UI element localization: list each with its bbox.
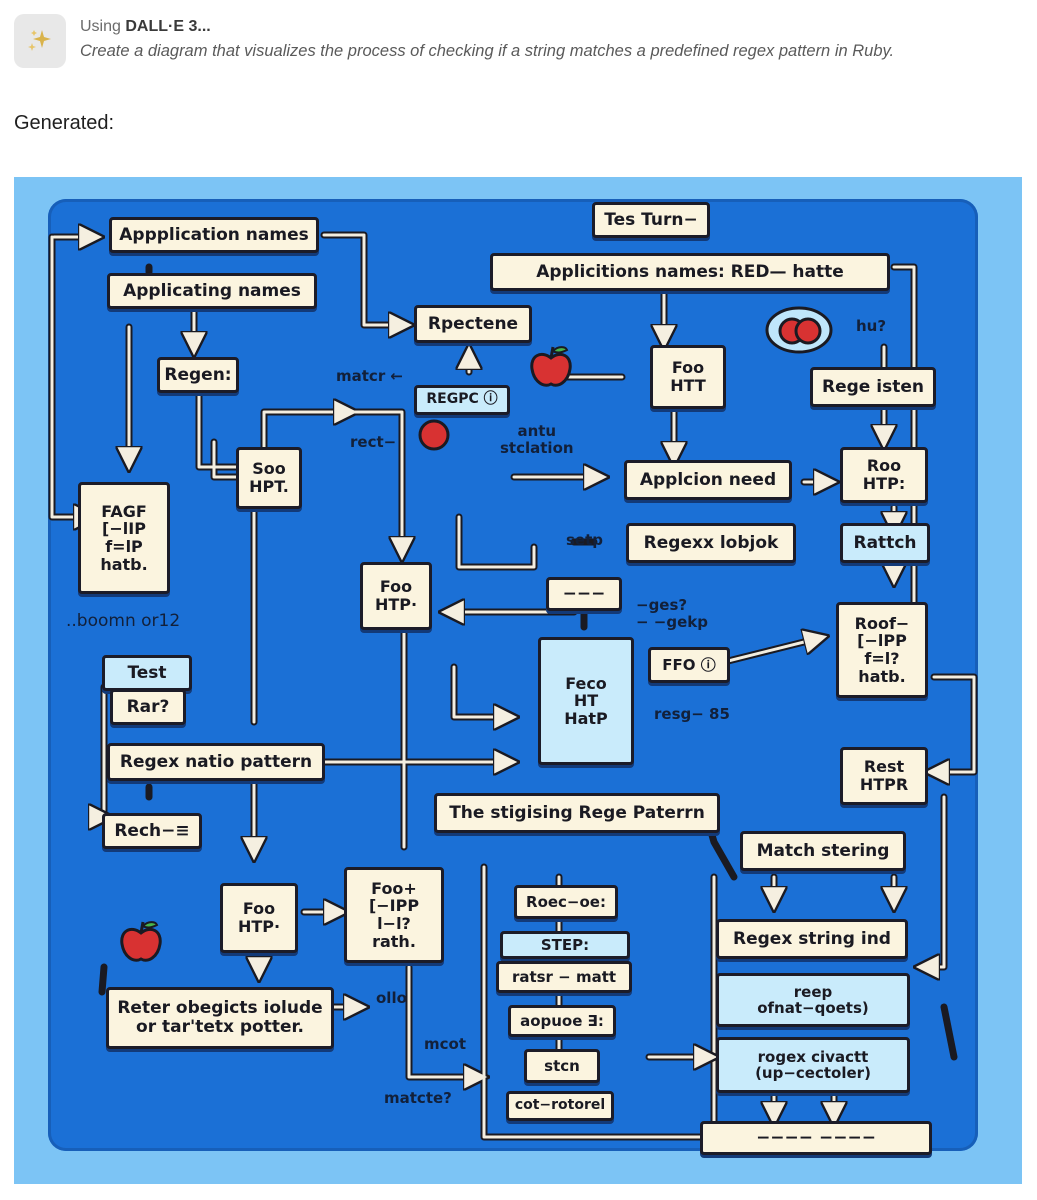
roec-oe-box: Roec−oe:: [514, 885, 618, 919]
mcot-label: mcot: [424, 1035, 466, 1053]
bootmn-label: ..boomn or12: [66, 611, 181, 631]
tool-call-header[interactable]: Using DALL·E 3... Create a diagram that …: [14, 14, 1024, 70]
rpectene-box: Rpectene: [414, 305, 532, 343]
foo-htt-box: Foo HTT: [650, 345, 726, 409]
test-box: Test: [102, 655, 192, 691]
tool-prompt: Create a diagram that visualizes the pro…: [80, 42, 895, 60]
applicating-names-box: Applicating names: [107, 273, 317, 309]
rect-label: rect−: [350, 433, 397, 451]
hu-label: hu?: [856, 317, 887, 335]
applicion-need-box: Applcion need: [624, 460, 792, 500]
application-names-box: Appplication names: [109, 217, 319, 253]
stigising-box: The stigising Rege Paterrn: [434, 793, 720, 833]
tool-suffix: 3...: [188, 18, 211, 35]
generated-label: Generated:: [14, 112, 115, 134]
tool-prefix: Using: [80, 18, 121, 35]
tes-turn-box: Tes Turn−: [592, 202, 710, 238]
foo-htp-left-box: Foo HTP·: [220, 883, 298, 953]
apple-icon: [120, 921, 162, 962]
regex-string-ind-box: Regex string ind: [716, 919, 908, 959]
dash-box: −−−: [546, 577, 622, 611]
red-ball-icon: [418, 419, 450, 451]
resg-label: resg− 85: [654, 705, 730, 723]
regex-civactt-box: rogex civactt (up−cectoler): [716, 1037, 910, 1093]
foo-htp-mid-box: Foo HTP·: [360, 562, 432, 630]
ratsr-matt-box: ratsr − matt: [496, 961, 632, 993]
stcn-box: stcn: [524, 1049, 600, 1083]
ffo-box: FFO ⓘ: [648, 647, 730, 683]
cotrotorel-box: cot−rotorel: [506, 1091, 614, 1121]
tool-status: Using DALL·E 3...: [80, 18, 211, 36]
rar-box: Rar?: [110, 689, 186, 725]
rege-isten-box: Rege isten: [810, 367, 936, 407]
fagf-box: FAGF [−lIP f=lP hatb.: [78, 482, 170, 594]
antu-label: antu stclation: [500, 422, 574, 457]
matcte-label: matcte?: [384, 1089, 452, 1107]
sparkles-icon: [14, 14, 66, 68]
rattch-box: Rattch: [840, 523, 930, 563]
match-stering-box: Match stering: [740, 831, 906, 871]
roof-box: Roof− [−lPP f=l? hatb.: [836, 602, 928, 698]
feco-box: Feco HT HatP: [538, 637, 634, 765]
ges-label: −ges? − −gekp: [636, 596, 708, 632]
foo-bracket-box: Foo+ [−IPP l−l? rath.: [344, 867, 444, 963]
regex-natio-pattern-box: Regex natio pattern: [107, 743, 325, 781]
setp-label: setp: [566, 531, 604, 549]
regen-box: Regen:: [157, 357, 239, 393]
regexx-lobjok-box: Regexx lobjok: [626, 523, 796, 563]
soo-hpt-box: Soo HPT.: [236, 447, 302, 509]
apple-icon: [530, 346, 572, 387]
matcr-label: matcr ←: [336, 367, 404, 385]
cherry-bubble-icon: [765, 306, 833, 354]
rest-htpr-box: Rest HTPR: [840, 747, 928, 805]
rech-box: Rech−≡: [102, 813, 202, 849]
reter-objects-box: Reter obegicts iolude or tar'tetx potter…: [106, 987, 334, 1049]
step-box: STEP:: [500, 931, 630, 959]
aopuoe-box: aopuoe ∃:: [508, 1005, 616, 1037]
generated-image[interactable]: Appplication names Applicating names Reg…: [14, 177, 1022, 1184]
regpc-box: REGPC ⓘ: [414, 385, 510, 415]
ollo-label: ollo: [376, 989, 407, 1007]
applications-red-box: Applicitions names: RED— hatte: [490, 253, 890, 291]
tool-name: DALL·E: [125, 18, 185, 35]
roo-htp-box: Roo HTP:: [840, 447, 928, 503]
bottom-bar-box: −−−− −−−−: [700, 1121, 932, 1155]
reep-box: reep ofnat−qoets): [716, 973, 910, 1027]
